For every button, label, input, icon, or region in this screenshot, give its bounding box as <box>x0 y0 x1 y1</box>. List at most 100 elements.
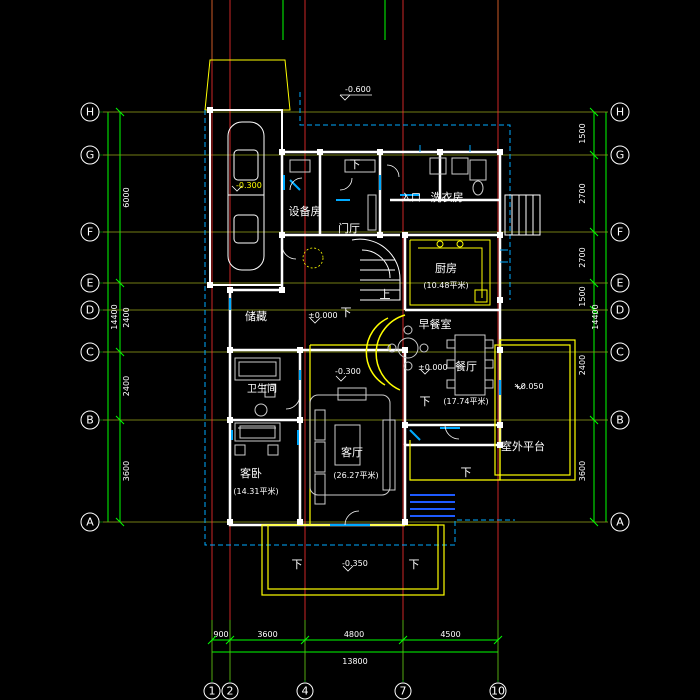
dim-tick-right-2 <box>589 227 599 237</box>
stair-up: 上 <box>380 288 391 301</box>
column-23 <box>497 442 503 448</box>
dim-tick-right-5 <box>589 415 599 425</box>
column-14 <box>402 347 408 353</box>
dimension-lines <box>107 0 607 653</box>
room-kitchen-area: (10.48平米) <box>423 280 468 290</box>
level-garage: -0.300 <box>236 181 262 190</box>
dim-tick-right-0 <box>589 107 599 117</box>
dim-bottom-2: 4800 <box>344 630 364 639</box>
axis-label-C-left: C <box>86 346 94 359</box>
axis-label-col-7: 7 <box>400 685 407 698</box>
axis-bubble-col-7 <box>394 682 412 700</box>
room-bath: 卫生间 <box>247 382 277 395</box>
dim-right-total: 14400 <box>591 304 600 329</box>
axis-bubble-col-4 <box>296 682 314 700</box>
spiral-stair <box>351 238 401 301</box>
column-0 <box>279 149 285 155</box>
room-dining-area: (17.74平米) <box>443 396 488 406</box>
axis-label-C-right: C <box>616 346 624 359</box>
dim-tick-left-2 <box>115 347 125 357</box>
column-19 <box>497 422 503 428</box>
room-labels: 设备房 门厅 入口 洗衣房 厨房 (10.48平米) 储藏 早餐室 餐厅 (17… <box>233 190 545 496</box>
entry-steps <box>504 194 541 236</box>
column-5 <box>279 232 285 238</box>
level-south: -0.350 <box>342 559 368 568</box>
axis-label-E-left: E <box>87 277 94 290</box>
room-breakfast: 早餐室 <box>419 317 452 331</box>
level-living: -0.300 <box>335 367 361 376</box>
house-walls <box>228 150 502 527</box>
room-dining: 餐厅 <box>455 359 477 373</box>
dim-tick-right-4 <box>589 305 599 315</box>
axis-grid <box>82 0 608 682</box>
axis-bubble-F-right <box>610 222 630 242</box>
equip-room-fixtures <box>289 159 377 231</box>
living-sofas <box>309 387 396 505</box>
down-south-left: 下 <box>292 558 303 571</box>
axis-bubble-A-left <box>80 512 100 532</box>
dim-right-0: 1500 <box>578 123 587 143</box>
column-3 <box>437 149 443 155</box>
level-north: -0.600 <box>345 85 371 94</box>
column-1 <box>317 149 323 155</box>
breakfast-table <box>387 325 429 371</box>
car-outline <box>227 121 265 271</box>
dining-table <box>446 334 494 396</box>
dim-left-total: 14400 <box>110 304 119 329</box>
axis-label-F-right: F <box>617 226 623 239</box>
axis-bubble-C-left <box>80 342 100 362</box>
dim-left-3: 3600 <box>122 461 131 481</box>
dimension-labels: 6000240024003600144001500270027001500240… <box>110 107 600 666</box>
column-16 <box>227 417 233 423</box>
column-8 <box>497 232 503 238</box>
room-living: 客厅 <box>341 445 363 459</box>
axis-label-G-left: G <box>86 149 95 162</box>
room-guest-area: (14.31平米) <box>233 486 278 496</box>
dim-tick-bottom-end <box>493 635 503 645</box>
column-17 <box>297 417 303 423</box>
dim-tick-left-3 <box>115 415 125 425</box>
dim-tick-bottom-0 <box>207 635 217 645</box>
level-terrace: +0.050 <box>514 382 544 391</box>
axis-bubble-D-right <box>610 300 630 320</box>
room-kitchen: 厨房 <box>435 262 457 275</box>
axis-bubble-G-left <box>80 145 100 165</box>
axis-bubble-col-10 <box>489 682 507 700</box>
axis-bubble-E-right <box>610 273 630 293</box>
garage-wall <box>209 109 283 286</box>
room-entry: 入口 <box>401 193 421 204</box>
dim-right-4: 2400 <box>578 355 587 375</box>
room-storage: 储藏 <box>245 309 267 323</box>
axis-label-H-left: H <box>86 106 94 119</box>
dim-tick-right-1 <box>589 150 599 160</box>
column-15 <box>497 347 503 353</box>
dim-tick-right-3 <box>589 278 599 288</box>
axis-bubble-col-2 <box>221 682 239 700</box>
down-marks: 下 下 下 下 下 下 下 上 <box>292 158 472 571</box>
room-equip: 设备房 <box>289 204 322 218</box>
axis-label-E-right: E <box>617 277 624 290</box>
door-swings <box>281 164 460 526</box>
structural-columns <box>207 107 503 525</box>
column-6 <box>377 232 383 238</box>
terrace-outlines <box>261 339 576 596</box>
down-north: 下 <box>350 158 361 171</box>
garage-canopy <box>204 59 291 111</box>
down-terrace: 下 <box>461 466 472 479</box>
level-symbols <box>231 94 526 572</box>
room-guest: 客卧 <box>240 466 262 480</box>
room-living-area: (26.27平米) <box>333 470 378 480</box>
axis-label-B-right: B <box>616 414 624 427</box>
dim-left-1: 2400 <box>122 307 131 327</box>
column-13 <box>297 347 303 353</box>
axis-bubble-B-left <box>80 410 100 430</box>
axis-label-col-10: 10 <box>491 685 505 698</box>
column-18 <box>402 422 408 428</box>
terrace-steps <box>410 494 455 517</box>
kitchen-counter <box>409 239 491 306</box>
column-2 <box>377 149 383 155</box>
axis-label-D-left: D <box>86 304 94 317</box>
level-foyer: ±0.000 <box>308 311 338 320</box>
